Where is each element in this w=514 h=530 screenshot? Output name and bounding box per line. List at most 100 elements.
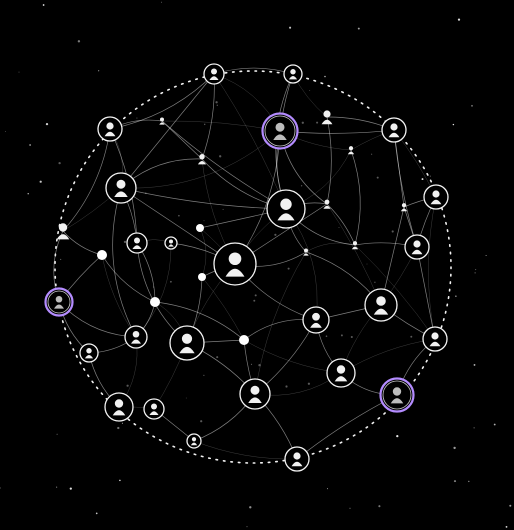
- junction-dot: [198, 273, 206, 281]
- dotted-boundary-circle: [54, 70, 452, 464]
- connection-line: [326, 116, 332, 205]
- portrait-node: [422, 326, 448, 352]
- star: [485, 254, 487, 257]
- star: [45, 122, 49, 126]
- star: [161, 1, 163, 3]
- connection-line: [120, 130, 281, 189]
- star: [222, 208, 224, 210]
- connection-line: [101, 254, 156, 303]
- star: [509, 504, 512, 507]
- star: [18, 71, 20, 73]
- star: [371, 153, 373, 155]
- star: [307, 382, 311, 385]
- star: [253, 299, 256, 302]
- portrait-node: [124, 325, 148, 349]
- portrait-node: [186, 433, 202, 449]
- highlighted-portrait-node: [261, 112, 299, 150]
- figure-node: [197, 154, 207, 165]
- star: [378, 505, 381, 508]
- star: [391, 230, 394, 233]
- connection-line: [354, 244, 436, 340]
- star: [309, 89, 311, 91]
- connection-line: [254, 251, 307, 395]
- connection-line: [393, 129, 418, 248]
- star: [324, 75, 326, 78]
- star: [453, 446, 456, 450]
- portrait-node: [203, 63, 225, 85]
- star: [219, 155, 222, 158]
- star: [350, 335, 353, 339]
- figure-node: [321, 110, 333, 125]
- star: [452, 123, 455, 126]
- star: [121, 422, 123, 424]
- figure-node: [159, 117, 165, 125]
- star: [374, 281, 376, 283]
- portrait-node: [213, 242, 257, 286]
- star: [185, 397, 187, 399]
- highlighted-portrait-node: [379, 377, 415, 413]
- star: [246, 526, 248, 528]
- star: [170, 280, 172, 283]
- figure-node: [347, 146, 355, 155]
- star: [475, 269, 477, 271]
- star: [429, 175, 431, 177]
- star: [56, 486, 58, 488]
- star: [216, 356, 219, 359]
- star: [178, 214, 180, 217]
- star: [287, 267, 290, 270]
- portrait-node: [326, 358, 356, 388]
- portrait-node: [381, 117, 407, 143]
- portrait-node: [143, 398, 165, 420]
- star: [119, 479, 121, 482]
- star: [216, 104, 218, 106]
- junction-dot: [97, 250, 107, 260]
- star: [301, 121, 304, 124]
- star: [471, 104, 473, 107]
- star: [249, 506, 252, 509]
- star: [473, 427, 475, 429]
- star: [200, 420, 203, 423]
- portrait-node: [239, 378, 271, 410]
- portrait-node: [284, 446, 310, 472]
- star: [203, 220, 205, 222]
- star: [136, 117, 138, 119]
- connection-line: [326, 203, 356, 246]
- star: [357, 27, 360, 30]
- junction-dot: [239, 335, 249, 345]
- portrait-node: [169, 325, 205, 361]
- star: [453, 480, 457, 483]
- star: [349, 507, 351, 509]
- star: [95, 512, 98, 515]
- star: [468, 480, 470, 483]
- star: [60, 258, 62, 260]
- portrait-node: [105, 172, 137, 204]
- star: [316, 121, 319, 124]
- star: [77, 40, 81, 43]
- portrait-node: [104, 392, 134, 422]
- connection-line: [109, 73, 215, 130]
- connection-line: [154, 301, 245, 341]
- star: [493, 423, 496, 426]
- star: [505, 525, 508, 528]
- star: [376, 176, 379, 179]
- star: [410, 335, 413, 338]
- star: [473, 363, 476, 366]
- junction-dot: [150, 297, 160, 307]
- star: [366, 263, 368, 265]
- connection-line: [305, 242, 356, 253]
- portrait-node: [302, 306, 330, 334]
- connection-line: [199, 227, 207, 278]
- portrait-node: [266, 189, 306, 229]
- star: [123, 240, 127, 244]
- portrait-node: [404, 234, 430, 260]
- star: [338, 227, 340, 228]
- star: [69, 487, 72, 490]
- star: [274, 233, 277, 236]
- star: [326, 488, 328, 490]
- star: [39, 180, 42, 183]
- connection-line: [112, 187, 137, 338]
- star: [27, 193, 29, 195]
- star: [289, 26, 292, 29]
